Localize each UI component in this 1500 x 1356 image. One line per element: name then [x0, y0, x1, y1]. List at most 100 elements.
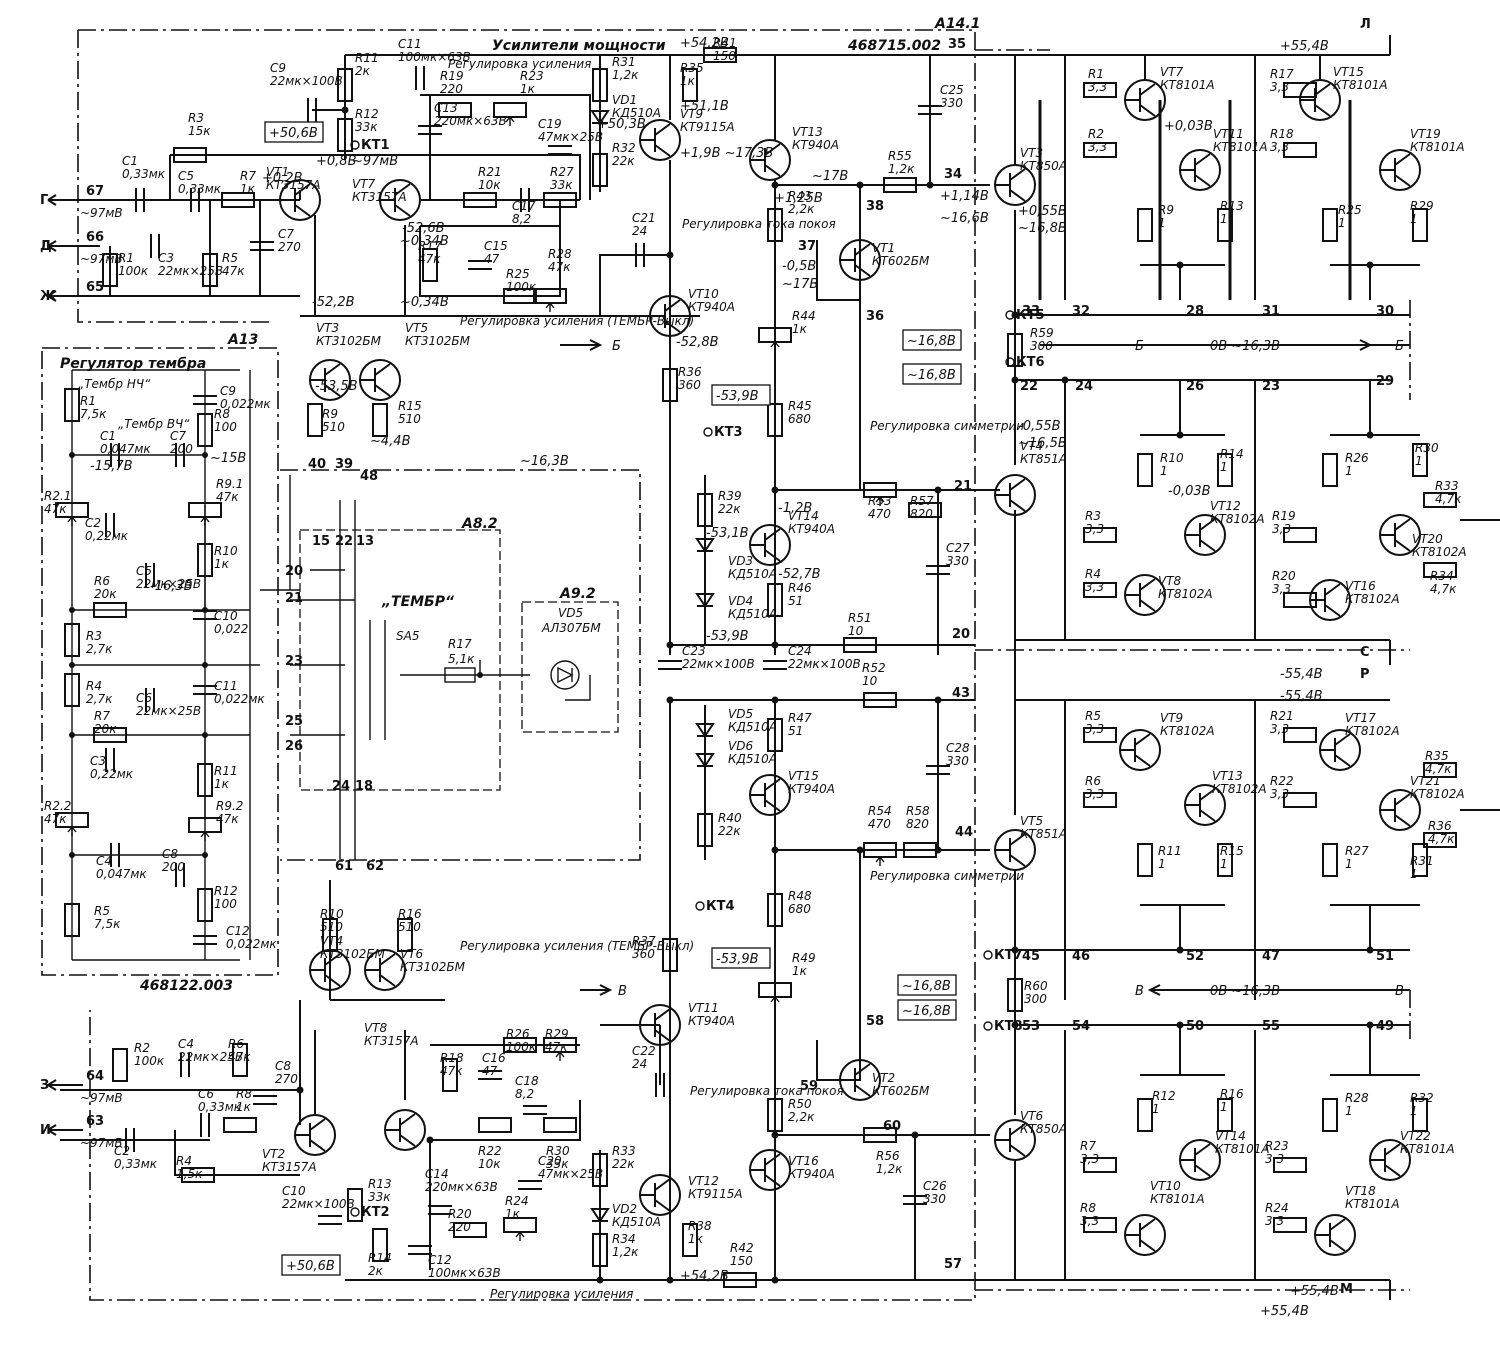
node-12: 26 [1186, 379, 1204, 394]
ref-box-5-frame [897, 974, 957, 996]
comp-output-lower-components-11-r35-value: 4,7к [1425, 762, 1452, 776]
comp-upper-components-43-r36-body [662, 368, 678, 402]
comp-lower-components-17-vt16-leads [750, 1153, 781, 1187]
input-3-pin: 64 [86, 1069, 104, 1084]
comp-upper-components-38-r44-value: 1к [792, 322, 808, 336]
comp-tone-components-14-c11-ref: C11 [214, 679, 238, 693]
test-point-7[interactable]: КТ8 [983, 1019, 1023, 1034]
comp-upper-components-34-c15-plates [468, 260, 492, 270]
test-point-3[interactable]: КТ4 [695, 899, 735, 914]
comp-output-upper-components-13-vt4-value: КТ851А [1020, 452, 1067, 466]
test-point-6[interactable]: КТ7 [983, 948, 1023, 963]
comp-output-lower-components-4-vt5-value: КТ851А [1020, 827, 1067, 841]
comp-upper-components-41-r9-value: 510 [322, 420, 345, 434]
comp-lower-components-43-c18-value: 8,2 [515, 1087, 534, 1101]
comp-upper-components-7-r31-body [592, 68, 608, 102]
voltage-23: ~16,3В [520, 454, 569, 469]
note-quiescent-upper: Регулировка тока покоя [682, 217, 836, 231]
comp-output-lower-components-0-r5-body [1083, 727, 1117, 743]
comp-lower-components-22-vd2-ref: VD2 [612, 1202, 637, 1216]
comp-lower-components-24-c20-plates [518, 1180, 542, 1190]
comp-output-upper-components-21-r30-ref: R30 [1415, 441, 1439, 455]
bus-v-label-right: В [1395, 984, 1404, 999]
test-point-4[interactable]: КТ5 [1005, 308, 1045, 323]
comp-tone-components-10-r6-body [93, 602, 127, 618]
comp-lower-components-1-vd6-value: КД510А [728, 752, 777, 766]
comp-output-lower-components-21-vt10-leads [1125, 1218, 1156, 1252]
comp-output-upper-components-2-vt7-value: КТ8101А [1160, 78, 1215, 92]
ref-box-0: +50,6В [264, 121, 324, 143]
test-point-2-label: КТ3 [714, 425, 743, 440]
comp-lower-components-22-vd2-value: КД510А [612, 1215, 661, 1229]
comp-lower-components-41-r18-value: 47к [440, 1064, 463, 1078]
comp-tone-components-2-r8-value: 100 [214, 420, 237, 434]
comp-lower-components-13-r50-ref: R50 [788, 1097, 812, 1111]
comp-upper-components-53-r51-ref: R51 [848, 611, 872, 625]
comp-output-upper-components-3-r2-value: 3,3 [1088, 140, 1107, 154]
input-4-arrow [47, 1124, 83, 1136]
comp-upper-components-6-c13-value: 220мк×63В [434, 114, 507, 128]
comp-tone-components-24-r5-body [64, 903, 80, 937]
comp-upper-components-43-r36-ref: R36 [678, 365, 702, 379]
comp-lower-components-41-r18-body [442, 1058, 458, 1092]
input-1-level: ~97мВ [80, 252, 123, 266]
comp-upper-components-0-c9-value: 22мк×100В [270, 74, 343, 88]
comp-tone-components-25-c12-ref: C12 [226, 924, 250, 938]
comp-lower-components-47-c10-value: 22мк×100В [282, 1197, 355, 1211]
voltage-10: ~17В [782, 277, 818, 292]
comp-output-upper-components-18-r4: R43,3 [1083, 567, 1117, 598]
comp-output-lower-components-9-r22-ref: R22 [1270, 774, 1294, 788]
test-point-5[interactable]: КТ6 [1005, 355, 1045, 370]
ref-box-6-value: ~16,8В [902, 1004, 951, 1019]
comp-upper-components-34-c15-value: 47 [484, 252, 500, 266]
comp-lower-components-14-vt2-value: КТ602БМ [872, 1084, 930, 1098]
comp-tone-components-17-c3-plates [105, 748, 115, 772]
input-4[interactable]: И63~97мВ [40, 1114, 123, 1150]
input-1[interactable]: Д66~97мВ [40, 230, 123, 266]
ref-box-6-frame [897, 999, 957, 1021]
input-2[interactable]: Ж65 [40, 280, 104, 304]
input-3[interactable]: З64~97мВ [40, 1069, 123, 1105]
comp-upper-components-52-c27-value: 330 [946, 554, 969, 568]
comp-lower-components-23-r34-value: 1,2к [612, 1245, 639, 1259]
test-point-0[interactable]: КТ1 [350, 138, 390, 153]
comp-tone-components-9-c5-ref: C5 [136, 564, 152, 578]
node-21: 52 [1186, 949, 1204, 964]
comp-tone-components-21-c4: C40,047мк [96, 843, 147, 881]
comp-upper-components-31-c3-plates [150, 234, 160, 258]
input-0[interactable]: Г67~97мВ [40, 184, 123, 220]
comp-lower-components-17-vt16-ref: VT16 [788, 1154, 819, 1168]
comp-lower-components-42-c16-value: 47 [482, 1064, 498, 1078]
comp-tone-components-12-r3-ref: R3 [86, 629, 102, 643]
comp-tone-components-22-c8-ref: C8 [162, 847, 178, 861]
comp-lower-components-23-r34-ref: R34 [612, 1232, 636, 1246]
comp-output-upper-components-8-vt15-ref: VT15 [1333, 65, 1364, 79]
comp-output-lower-components-2-r6: R63,3 [1083, 774, 1117, 808]
comp-output-upper-components-16-r3-body [1083, 527, 1117, 543]
comp-tone-components-8-r10-body [197, 543, 213, 577]
test-point-2[interactable]: КТ3 [703, 425, 743, 440]
bus-b-value: 0В ~16,3В [1210, 339, 1280, 354]
comp-upper-components-29-vt1-ref: VT1 [872, 241, 895, 255]
comp-upper-components-35-r25-body [503, 288, 537, 304]
comp-lower-components-11-vt11-leads [640, 1008, 671, 1042]
comp-lower-components-14-vt2-leads [840, 1063, 871, 1097]
node-40: 21 [285, 591, 303, 606]
test-point-1[interactable]: КТ2 [350, 1205, 390, 1220]
bus-v-source-label: В [618, 984, 627, 999]
comp-output-lower-components-8-vt17-value: КТ8102А [1345, 724, 1400, 738]
comp-upper-components-17-r3-value: 15к [188, 124, 211, 138]
